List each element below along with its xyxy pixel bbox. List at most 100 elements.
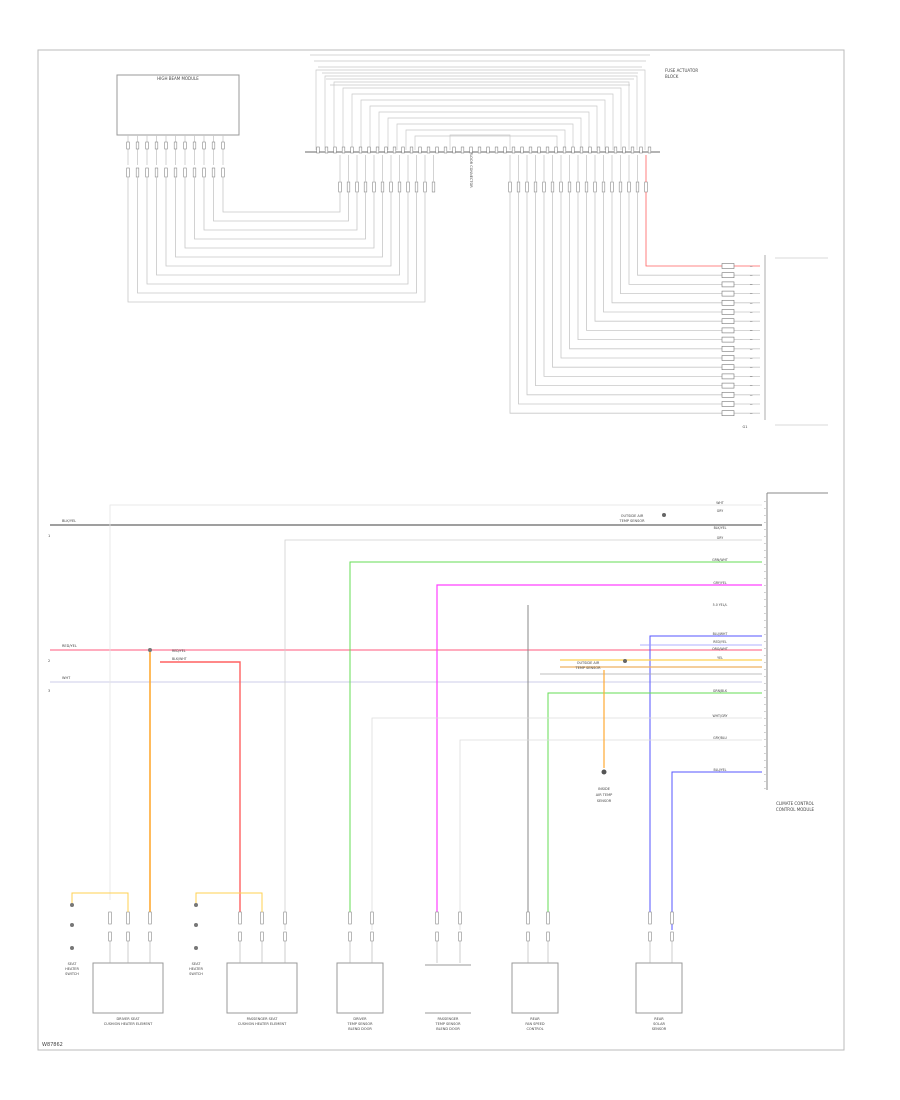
wire [509, 192, 760, 414]
component-label: SOLAR [653, 1022, 665, 1026]
harness-loop [315, 69, 646, 150]
connector-pin [384, 146, 388, 154]
pin-mark: ─ [763, 682, 766, 686]
connector-cavity [721, 364, 735, 371]
top-right-connector: ─────────────────G1 [721, 255, 828, 429]
connector-pin [283, 911, 287, 925]
connector-cavity [721, 345, 735, 352]
pin-mark: ─ [763, 731, 766, 735]
right-wire-label: GRY [717, 509, 723, 513]
harness-loop [351, 93, 614, 150]
wire-blu-wht [649, 635, 762, 920]
pin-mark: ─ [763, 612, 766, 616]
connector-pin [211, 141, 216, 150]
pin-mark: ─ [749, 383, 753, 388]
connector-pin [494, 146, 499, 154]
wire [637, 192, 760, 276]
connector-pin [135, 141, 140, 150]
outside-air-note-mid-1: OUTSIDE AIR [577, 661, 600, 665]
connector-pin [567, 181, 572, 193]
connector-pin [392, 146, 397, 154]
pin-mark: ─ [749, 282, 753, 287]
connector-pin [135, 167, 140, 178]
right-wire-label: GRY [717, 536, 723, 540]
inside-sensor-dot [601, 769, 607, 775]
connector-pin [576, 181, 580, 193]
connector-pin [648, 931, 652, 942]
connector-pin [348, 931, 352, 942]
connector-pin [338, 181, 342, 193]
harness-loop [396, 123, 574, 150]
pin-number: 2 [48, 659, 50, 663]
connector-pin [221, 167, 225, 178]
pin-mark: ─ [749, 291, 753, 296]
connector-pin [346, 181, 351, 193]
right-wire-label: RED/YEL [713, 640, 727, 644]
connector-pin [546, 911, 550, 925]
connector-cavity [721, 272, 735, 279]
connector-pin [145, 141, 149, 150]
wire [603, 192, 760, 313]
left-wire-label: RED/YEL [62, 644, 77, 648]
connector-pin [579, 146, 584, 154]
connector-pin [670, 911, 674, 925]
connector-pin [126, 167, 130, 178]
connector-pin [613, 146, 618, 154]
connector-pin [458, 911, 462, 925]
connector-pin [423, 181, 427, 193]
wire-blu-yel [671, 771, 762, 930]
wire-gry [284, 539, 762, 930]
wire [543, 192, 760, 377]
switch-contact [194, 903, 198, 907]
wire [518, 192, 760, 405]
connector-pin [635, 181, 640, 193]
pin-mark: ─ [763, 661, 766, 665]
connector-pin [435, 146, 439, 154]
pin-mark: ─ [763, 577, 766, 581]
connector-cavity [721, 299, 735, 306]
pin-mark: ─ [763, 647, 766, 651]
connector-pin [435, 911, 439, 925]
connector-pin [508, 181, 512, 193]
connector-pin [426, 146, 431, 154]
component-label: BLEND DOOR [436, 1027, 460, 1031]
pin-mark: ─ [763, 521, 766, 525]
connector-pin [260, 931, 264, 942]
connector-pin [443, 146, 448, 154]
fuse-actuator-label-1: FUSE ACTUATOR [665, 68, 698, 73]
connector-pin [516, 181, 521, 193]
connector-pin [238, 931, 242, 942]
component-label: PASSENGER SEAT [247, 1017, 279, 1021]
pin-mark: ─ [763, 738, 766, 742]
connector-pin [221, 141, 225, 150]
pin-mark: ─ [763, 773, 766, 777]
connector-pin [526, 911, 530, 925]
pin-mark: ─ [749, 337, 753, 342]
right-wire-label: YEL [717, 656, 723, 660]
connector-pin [610, 181, 614, 193]
pin-mark: ─ [763, 724, 766, 728]
component-box [226, 962, 298, 1014]
pin-mark: ─ [763, 500, 766, 504]
pin-number: 3 [48, 689, 50, 693]
connector-pin [588, 146, 592, 154]
pin-mark: ─ [763, 675, 766, 679]
connector-pin [550, 181, 555, 193]
right-wire-label: GRN/WHT [712, 558, 728, 562]
pin-mark: ─ [763, 556, 766, 560]
pin-mark: ─ [763, 703, 766, 707]
switch-contact [194, 923, 198, 927]
connector-pin [397, 181, 402, 193]
connector-pin [238, 911, 242, 925]
wire [175, 177, 383, 258]
component-label: FAN SPEED [525, 1022, 545, 1026]
connector-pin [148, 931, 152, 942]
connector-pin [511, 146, 516, 154]
connector-pin [389, 181, 393, 193]
pin-mark: ─ [763, 570, 766, 574]
high-beam-module-pins [126, 135, 225, 178]
left-wire-label: WHT [62, 676, 71, 680]
connector-pin [639, 146, 643, 154]
